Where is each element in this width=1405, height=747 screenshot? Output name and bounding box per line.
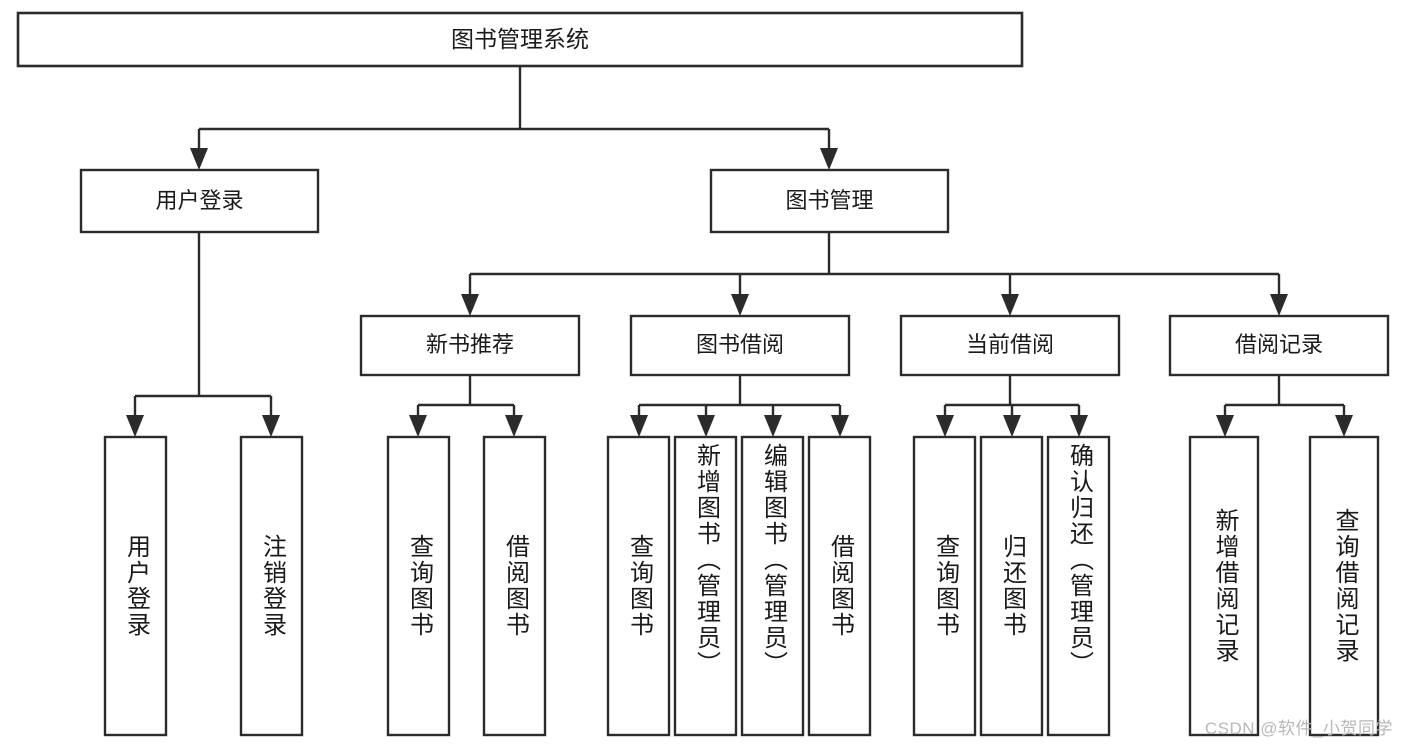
connector-bookmgmt-to-level2 [461, 232, 1288, 316]
arrow-icon [1270, 294, 1288, 316]
leaf-box-add-book[interactable] [673, 435, 738, 737]
arrow-icon [505, 415, 523, 437]
arrow-icon [630, 415, 648, 437]
node-label-book-management: 图书管理 [785, 188, 873, 213]
node-root-system[interactable]: 图书管理系统 [16, 11, 1024, 68]
node-label-user-login: 用户登录 [155, 188, 243, 213]
arrow-icon [1001, 294, 1019, 316]
node-label-root: 图书管理系统 [451, 26, 589, 52]
arrow-icon [126, 415, 144, 437]
arrow-icon [1070, 415, 1088, 437]
leaf-box-query-book-1[interactable] [386, 435, 451, 737]
arrow-icon [936, 415, 954, 437]
node-label-book-borrow: 图书借阅 [696, 332, 784, 357]
node-book-management[interactable]: 图书管理 [709, 168, 950, 234]
node-new-book-recommend[interactable]: 新书推荐 [359, 314, 581, 377]
node-label-current-borrow: 当前借阅 [966, 332, 1054, 357]
leaf-box-logout[interactable] [239, 435, 304, 737]
arrow-icon [820, 148, 838, 170]
leaf-box-user-login[interactable] [103, 435, 168, 737]
leaf-box-query-book-2[interactable] [606, 435, 671, 737]
node-book-borrow[interactable]: 图书借阅 [629, 314, 851, 377]
leaf-box-add-record[interactable] [1188, 435, 1260, 737]
connector-newbook-to-leaves [409, 375, 523, 437]
leaf-box-return-book[interactable] [979, 435, 1044, 737]
connector-bookborrow-to-leaves [630, 375, 849, 437]
node-borrow-record[interactable]: 借阅记录 [1168, 314, 1390, 377]
leaf-box-edit-book[interactable] [740, 435, 805, 737]
leaf-box-borrow-book-1[interactable] [482, 435, 547, 737]
connector-borrowrecord-to-leaves [1216, 375, 1353, 437]
connector-userlogin-to-leaves [126, 232, 280, 437]
connector-currentborrow-to-leaves [936, 375, 1088, 437]
arrow-icon [1216, 415, 1234, 437]
node-user-login[interactable]: 用户登录 [79, 168, 320, 234]
node-label-borrow-record: 借阅记录 [1235, 332, 1323, 357]
arrow-icon [409, 415, 427, 437]
node-current-borrow[interactable]: 当前借阅 [899, 314, 1121, 377]
arrow-icon [764, 415, 782, 437]
arrow-icon [731, 294, 749, 316]
arrow-icon [1335, 415, 1353, 437]
arrow-icon [831, 415, 849, 437]
connector-root-to-level1 [190, 66, 838, 170]
leaf-box-query-record[interactable] [1308, 435, 1380, 737]
arrow-icon [262, 415, 280, 437]
leaf-box-confirm-return[interactable] [1046, 435, 1111, 737]
node-label-new-book-recommend: 新书推荐 [426, 332, 514, 357]
leaf-box-query-book-3[interactable] [912, 435, 977, 737]
arrow-icon [1003, 415, 1021, 437]
arrow-icon [697, 415, 715, 437]
leaf-box-borrow-book-2[interactable] [807, 435, 872, 737]
arrow-icon [461, 294, 479, 316]
arrow-icon [190, 148, 208, 170]
